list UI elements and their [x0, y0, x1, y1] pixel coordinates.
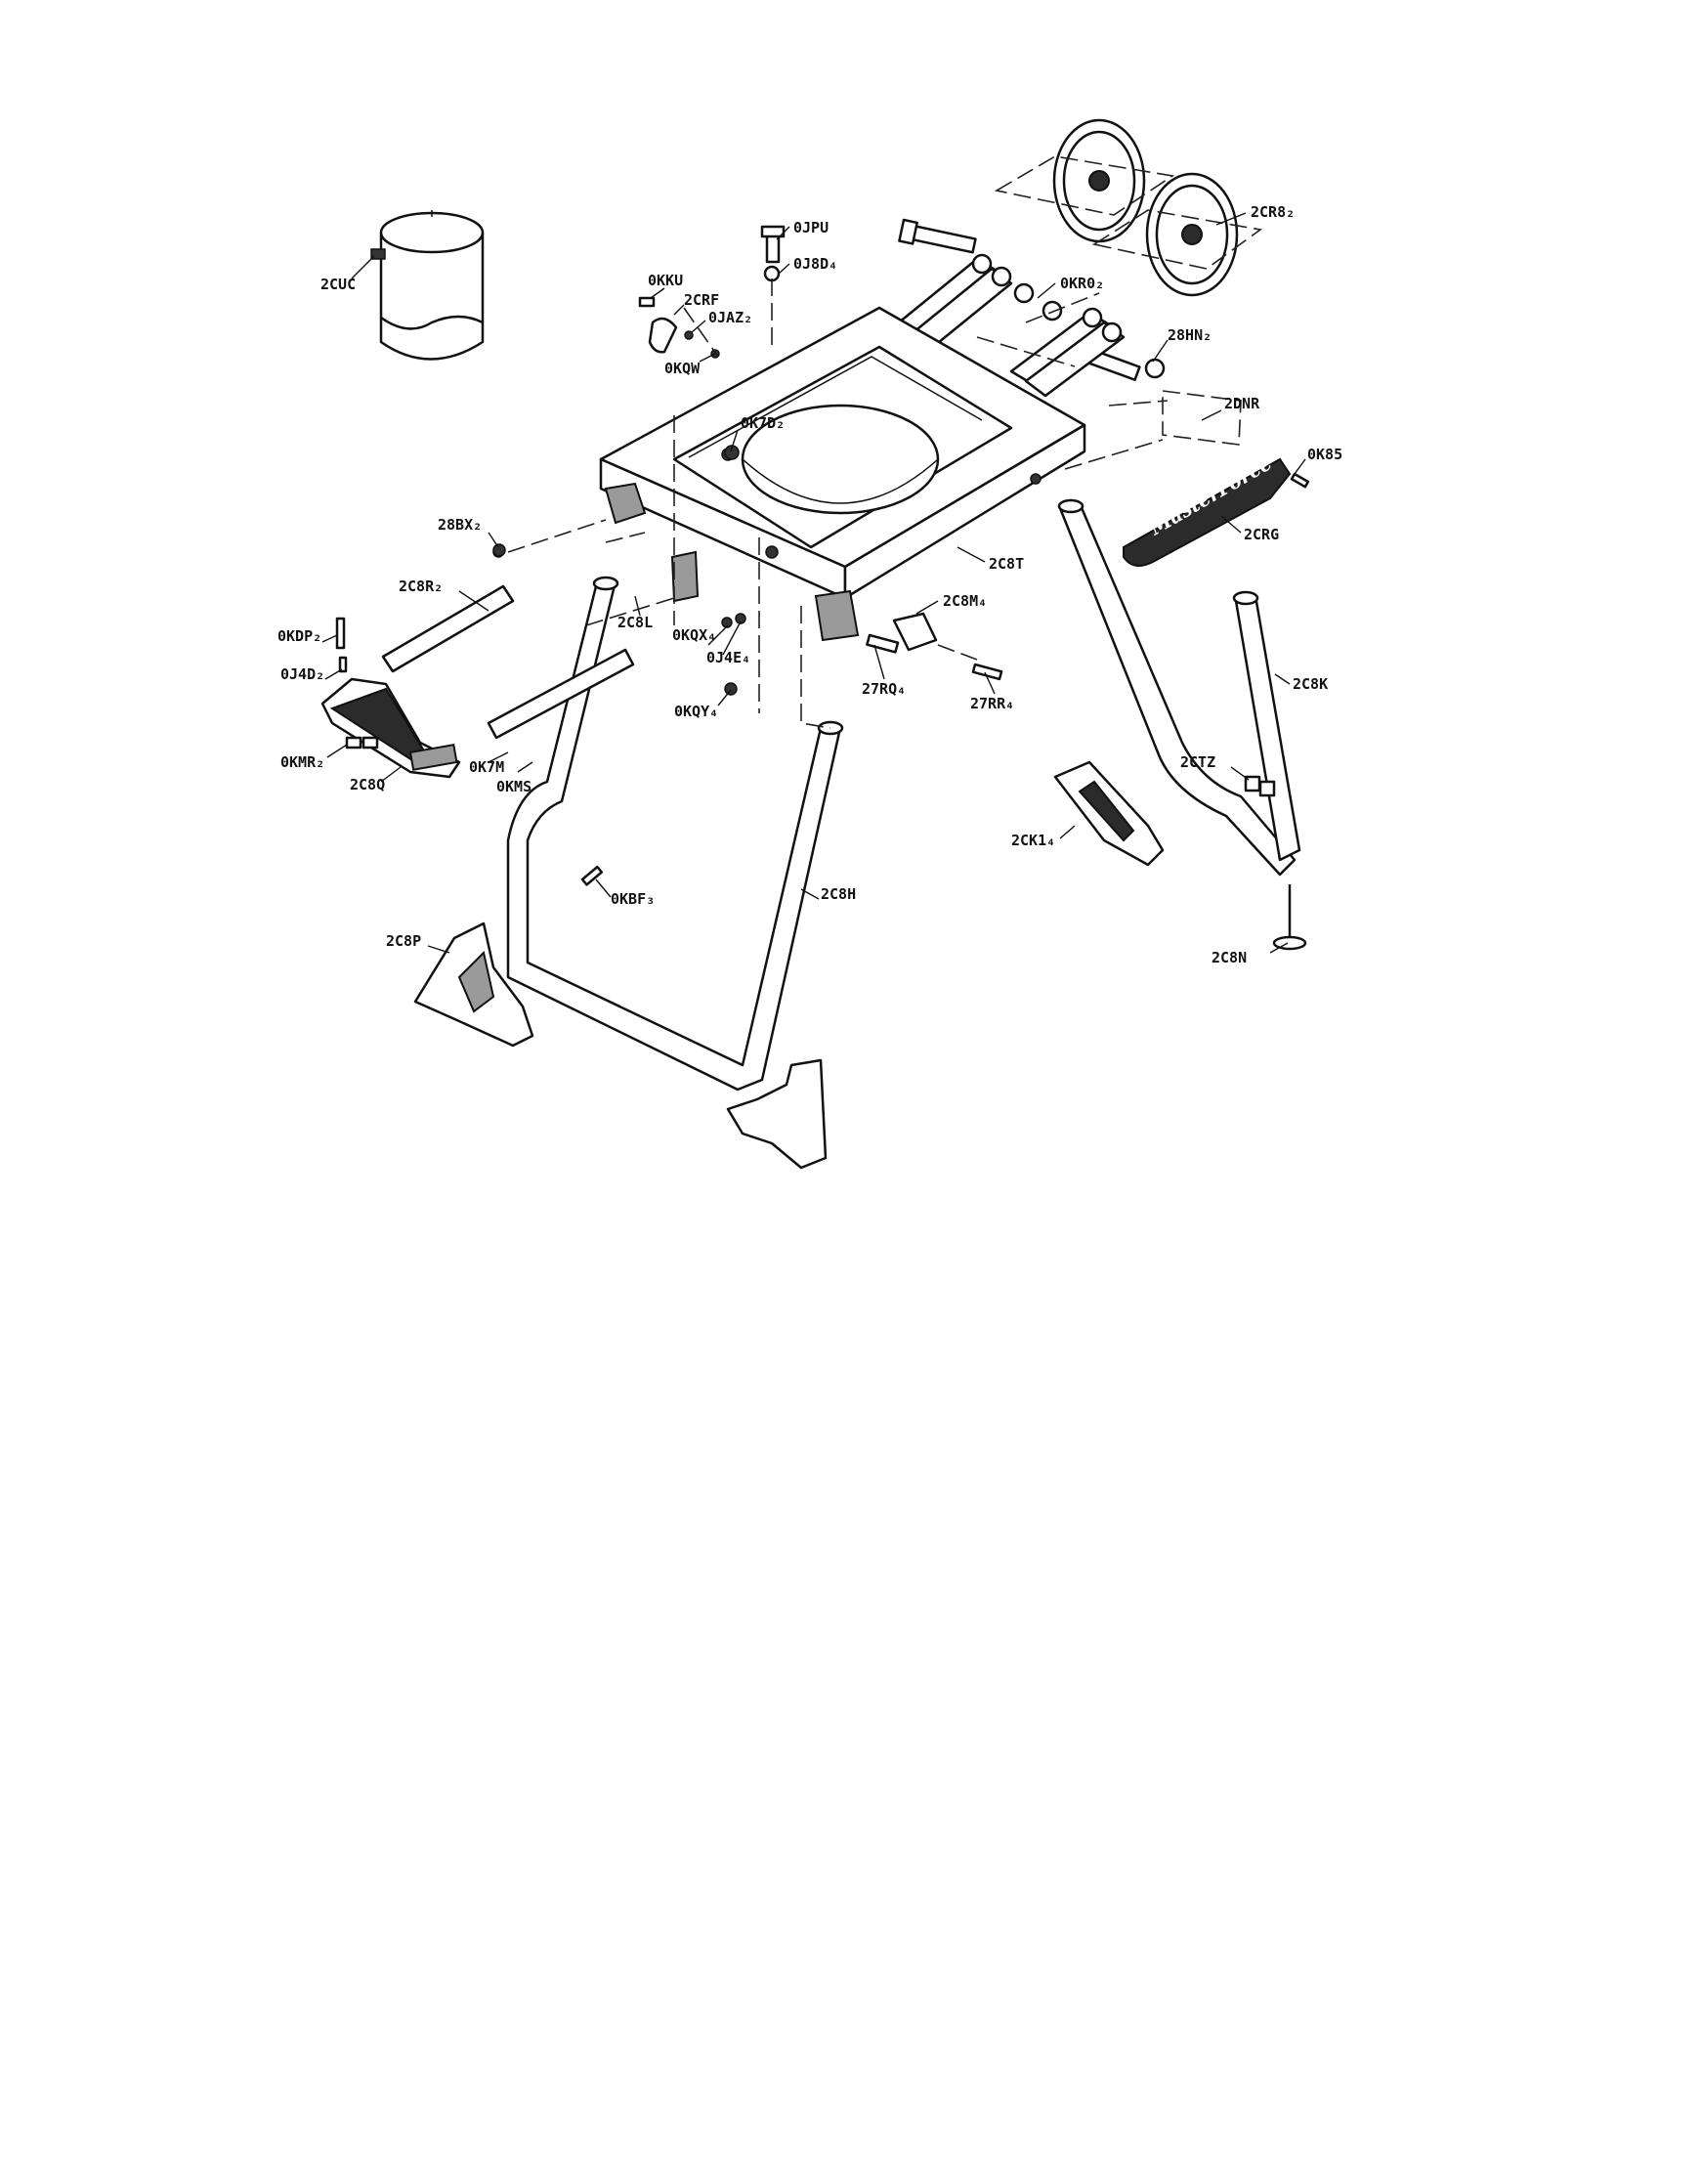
- corner-clamps: [604, 482, 860, 642]
- part-labels: 2CUC 0JPU 0J8D₄ 0KKU 2CRF 0JAZ₂ 0KQW 2CR…: [277, 203, 1342, 966]
- label-2C8H: 2C8H: [821, 885, 856, 903]
- wheel-upper: [994, 118, 1175, 243]
- handle-bracket: MasterForce: [1123, 450, 1292, 567]
- label-0K7M: 0K7M: [469, 758, 504, 776]
- label-2CK14: 2CK1₄: [1011, 832, 1055, 849]
- label-28BX2: 28BX₂: [438, 516, 482, 534]
- wheel-bracket-arms: [897, 253, 1126, 398]
- label-plate: [1162, 390, 1242, 446]
- label-2C8Q: 2C8Q: [350, 776, 385, 793]
- label-0KMR2: 0KMR₂: [280, 753, 324, 771]
- label-0KQX4: 0KQX₄: [672, 626, 716, 644]
- label-0J4E4: 0J4E₄: [706, 649, 750, 666]
- label-0KBF3: 0KBF₃: [611, 890, 655, 908]
- front-foot-cap-left: [413, 921, 534, 1048]
- label-0KKU: 0KKU: [648, 272, 683, 289]
- label-0KQY4: 0KQY₄: [674, 703, 718, 720]
- hardware-screws: [335, 225, 1310, 886]
- front-rods: [381, 546, 635, 740]
- label-0K85: 0K85: [1307, 446, 1342, 463]
- label-27RR4: 27RR₄: [970, 695, 1014, 712]
- rear-foot-cap: [1053, 760, 1165, 867]
- label-2CRG: 2CRG: [1244, 526, 1279, 543]
- label-2CTZ: 2CTZ: [1180, 753, 1215, 771]
- front-leg: [506, 576, 844, 1092]
- label-0JPU: 0JPU: [793, 219, 829, 236]
- lock-nuts: [1013, 282, 1063, 321]
- label-2C8T: 2C8T: [989, 555, 1024, 573]
- pivot-link: [670, 550, 700, 603]
- front-foot-cap-right: [726, 1058, 828, 1170]
- assembly-lines: [507, 278, 1169, 729]
- wheel-lower: [1091, 172, 1262, 297]
- label-2C8N: 2C8N: [1212, 949, 1247, 966]
- label-0KDP2: 0KDP₂: [277, 627, 321, 645]
- label-0KR02: 0KR0₂: [1060, 275, 1104, 292]
- leader-lines: [321, 212, 1306, 954]
- label-2DNR: 2DNR: [1224, 395, 1260, 412]
- label-2C8R2: 2C8R₂: [399, 578, 443, 595]
- stand-top-frame: [599, 306, 1086, 600]
- label-2C8P: 2C8P: [386, 932, 421, 950]
- label-0KMS: 0KMS: [496, 778, 532, 795]
- label-2C8M4: 2C8M₄: [943, 592, 987, 610]
- leveling-foot: [1272, 884, 1307, 951]
- label-0K7D2: 0K7D₂: [741, 414, 785, 432]
- label-0J4D2: 0J4D₂: [280, 665, 324, 683]
- axle-bolt-upper: [898, 218, 977, 254]
- label-2CRF: 2CRF: [684, 291, 719, 309]
- label-0KQW: 0KQW: [664, 360, 701, 377]
- label-2C8K: 2C8K: [1293, 675, 1328, 693]
- label-2C8L: 2C8L: [617, 614, 653, 631]
- label-28HN2: 28HN₂: [1168, 326, 1212, 344]
- label-27RQ4: 27RQ₄: [862, 680, 906, 698]
- label-0JAZ2: 0JAZ₂: [708, 309, 752, 326]
- dust-canister: [370, 210, 485, 361]
- label-2CUC: 2CUC: [320, 276, 356, 293]
- foot-pedal: [320, 677, 461, 779]
- label-0J8D4: 0J8D₄: [793, 255, 837, 273]
- rear-leg: [1057, 498, 1301, 877]
- label-2CR82: 2CR8₂: [1251, 203, 1295, 221]
